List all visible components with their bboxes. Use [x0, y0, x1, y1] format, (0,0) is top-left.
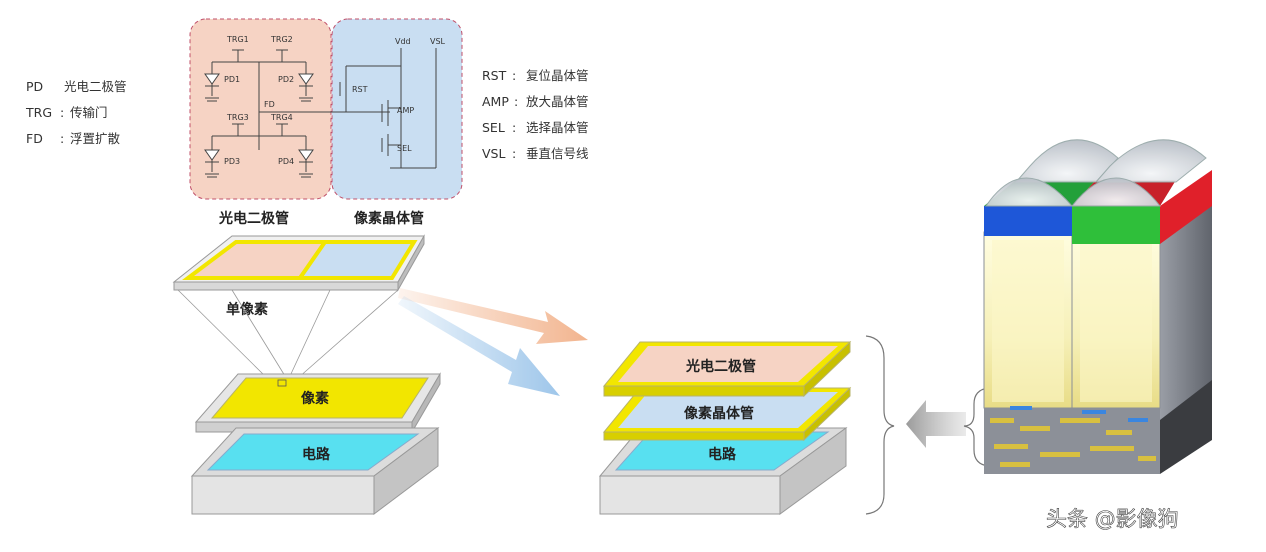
stacked-sensor-3d [983, 139, 1212, 474]
legend-item-trg: TRG : 传输门 [25, 105, 108, 120]
label-trg2: TRG2 [270, 35, 293, 44]
legend-text: 浮置扩散 [70, 131, 121, 146]
label-vdd: Vdd [395, 37, 411, 46]
left-stack: 单像素 像素 电路 [172, 234, 441, 515]
label-amp: AMP [397, 106, 414, 115]
watermark: 头条 @影像狗 [1046, 507, 1179, 531]
transistor-region [331, 18, 463, 200]
single-pixel-label: 单像素 [226, 301, 268, 318]
microlens [1094, 139, 1207, 183]
label-sel: SEL [397, 144, 412, 153]
schematic-wires [205, 48, 437, 178]
legend-sep: : [514, 94, 518, 109]
microlens [985, 177, 1074, 207]
legend-abbr: FD [26, 131, 43, 146]
pixel-layer-label: 像素 [301, 390, 329, 407]
label-rst: RST [352, 85, 368, 94]
legend-text: 传输门 [70, 105, 108, 120]
green-filter [1072, 206, 1160, 244]
label-fd: FD [264, 100, 275, 109]
label-pd4: PD4 [278, 157, 294, 166]
label-vsl: VSL [430, 37, 446, 46]
legend-text: 放大晶体管 [526, 94, 589, 109]
legend-text: 垂直信号线 [526, 146, 589, 161]
transistor-layer: 像素晶体管 [602, 386, 852, 442]
legend-abbr: TRG [25, 105, 52, 120]
legend-abbr: SEL [482, 120, 505, 135]
schematic-labels: TRG1 TRG2 TRG3 TRG4 PD1 PD2 PD3 PD4 FD R… [224, 35, 446, 166]
brace-left [963, 387, 989, 467]
projection-lines [177, 289, 399, 379]
legend-abbr: AMP [482, 94, 509, 109]
transistor-section-caption: 像素晶体管 [354, 210, 424, 227]
legend-sep: : [60, 131, 64, 146]
legend-sep: : [512, 120, 516, 135]
legend-abbr: RST [482, 68, 507, 83]
blue-arrow-icon [398, 296, 560, 396]
photodiode-layer: 光电二极管 [602, 340, 852, 398]
pixel-layer: 像素 [194, 372, 441, 434]
circuit-layer-label: 电路 [302, 446, 331, 463]
photodiode-region [189, 18, 332, 200]
orange-arrow-icon [398, 288, 588, 344]
legend-sep: : [60, 105, 64, 120]
photodiode-section-caption: 光电二极管 [218, 210, 289, 227]
label-trg4: TRG4 [270, 113, 293, 122]
right-stack: 电路 像素晶体管 光电二极管 [598, 335, 895, 515]
label-pd1: PD1 [224, 75, 240, 84]
legend-text: 选择晶体管 [526, 120, 589, 135]
label-trg3: TRG3 [226, 113, 249, 122]
legend-sep: : [512, 146, 516, 161]
circuit-base: 电路 [598, 427, 848, 515]
legend-item-pd: PD 光电二极管 [26, 79, 127, 94]
legend-text: 光电二极管 [64, 79, 127, 94]
right-circuit-layer-label: 电路 [708, 446, 737, 463]
transistor-layer-label: 像素晶体管 [684, 405, 754, 422]
contact-pads [1010, 406, 1148, 422]
pixel-schematic: TRG1 TRG2 TRG3 TRG4 PD1 PD2 PD3 PD4 FD R… [189, 18, 463, 227]
legend-left: PD 光电二极管 TRG : 传输门 FD : 浮置扩散 [25, 79, 127, 146]
legend-item-sel: SEL : 选择晶体管 [482, 120, 589, 135]
legend-item-vsl: VSL : 垂直信号线 [482, 146, 589, 161]
legend-right: RST : 复位晶体管 AMP : 放大晶体管 SEL : 选择晶体管 VSL … [482, 68, 589, 161]
label-trg1: TRG1 [226, 35, 249, 44]
legend-abbr: PD [26, 79, 43, 94]
legend-abbr: VSL [482, 146, 505, 161]
blue-filter [984, 206, 1072, 236]
wiring-pattern [990, 418, 1156, 467]
legend-item-fd: FD : 浮置扩散 [26, 131, 121, 146]
legend-text: 复位晶体管 [526, 68, 589, 83]
single-pixel-tile: 单像素 [172, 234, 425, 318]
microlens [1070, 177, 1162, 207]
circuit-layer: 电路 [190, 427, 440, 515]
transition-arrows [398, 288, 588, 396]
photodiode-symbols [204, 73, 314, 163]
legend-sep: : [512, 68, 516, 83]
photodiode-layer-label: 光电二极管 [685, 358, 756, 375]
label-pd3: PD3 [224, 157, 240, 166]
left-arrow-icon [906, 400, 966, 448]
brace-right [865, 335, 895, 515]
label-pd2: PD2 [278, 75, 294, 84]
legend-item-amp: AMP : 放大晶体管 [482, 94, 589, 109]
legend-item-rst: RST : 复位晶体管 [482, 68, 589, 83]
red-filter [1160, 170, 1212, 244]
